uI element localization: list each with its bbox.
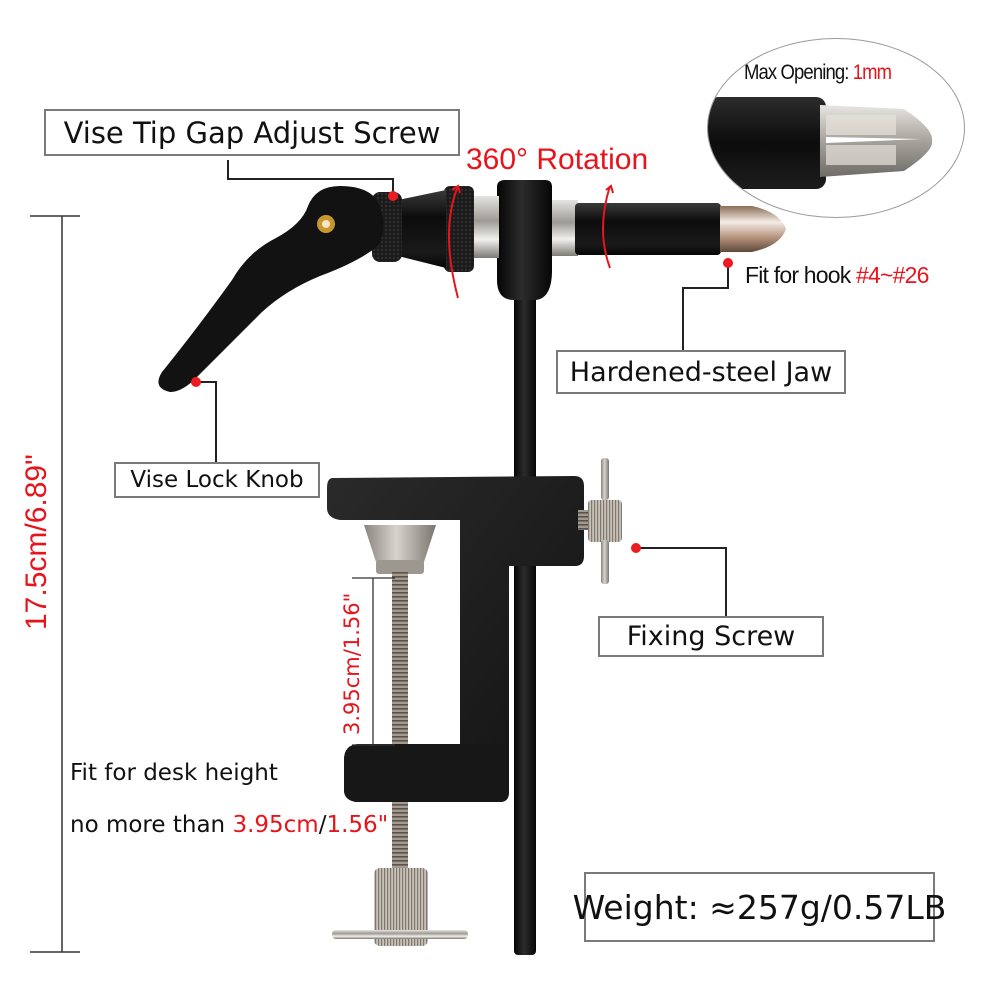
callout-hook-fit: Fit for hook #4~#26 [745,262,929,288]
clamp-t-bar [332,930,468,939]
callout-weight: Weight: ≈257g/0.57LB [573,872,946,942]
leader-fixing-screw [631,543,727,616]
jaw-barrel [575,203,721,255]
clamp-dimension-line [352,577,395,746]
stem-rod [514,295,536,955]
c-clamp-body [327,476,584,802]
leader-lock-knob [191,377,217,462]
jaw-closeup-art [708,97,933,189]
clamp-screw [392,572,408,872]
lock-lever [158,186,384,392]
callout-tip-gap-adjust-screw: Vise Tip Gap Adjust Screw [44,109,460,156]
fixing-screw-art [578,458,622,584]
leader-hook-fit [682,258,733,350]
clamp-opening-label: 3.95cm/1.56" [340,592,364,735]
desk-note-line2: no more than 3.95cm/1.56" [70,812,389,838]
jaw-closeup-inset: Max Opening: 1mm [707,38,965,218]
callout-vise-lock-knob: Vise Lock Knob [114,462,320,498]
callout-360-rotation: 360° Rotation [466,143,649,176]
jaw-tip [720,206,786,252]
callout-hardened-steel-jaw: Hardened-steel Jaw [556,350,846,394]
clamp-knob [374,868,428,946]
clamp-pad [364,525,436,562]
leader-tip-gap [227,160,398,201]
overall-height-label: 17.5cm/6.89" [20,454,53,630]
max-opening-label: Max Opening: 1mm [744,61,892,84]
height-dimension-line [30,215,80,953]
rotation-arrow-icon [448,184,614,299]
elbow-block [497,180,552,300]
callout-fixing-screw: Fixing Screw [598,616,824,657]
desk-note-line1: Fit for desk height [70,760,278,786]
